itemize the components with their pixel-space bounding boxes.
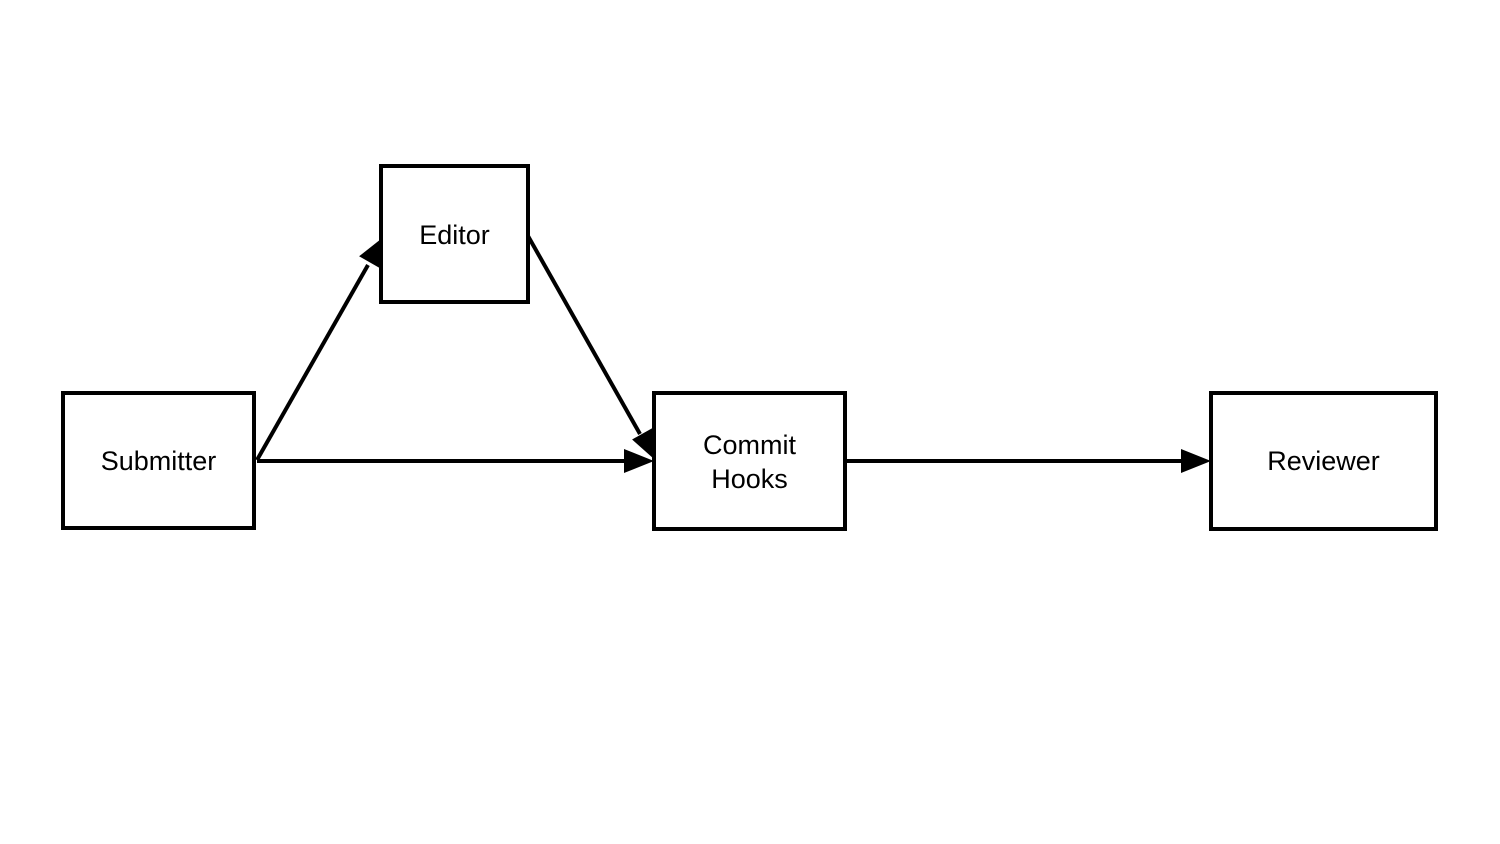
- node-commit-hooks-box: [652, 391, 847, 531]
- node-editor-label: Editor: [419, 220, 490, 250]
- node-commit-hooks-label-line-1: Commit: [703, 430, 796, 460]
- node-reviewer-label: Reviewer: [1267, 446, 1380, 476]
- edge-commit-hooks-to-reviewer: [846, 449, 1211, 473]
- node-reviewer: Reviewer: [1209, 391, 1438, 531]
- arrowhead-icon: [359, 239, 381, 269]
- node-commit-hooks: Commit Hooks: [652, 391, 847, 531]
- node-reviewer-box: [1209, 391, 1438, 531]
- node-submitter-box: [61, 391, 256, 530]
- arrowhead-icon: [624, 449, 654, 473]
- node-commit-hooks-label-line-2: Hooks: [711, 464, 788, 494]
- arrowhead-icon: [1181, 449, 1211, 473]
- arrowhead-icon: [632, 427, 654, 459]
- node-submitter: Submitter: [61, 391, 256, 530]
- edge-editor-to-commit-hooks: [526, 235, 654, 459]
- node-submitter-label: Submitter: [101, 446, 217, 476]
- edges: [255, 235, 1211, 473]
- edge-submitter-to-commit-hooks: [257, 449, 654, 473]
- node-editor-box: [379, 164, 530, 304]
- node-editor: Editor: [379, 164, 530, 304]
- edge-submitter-to-editor: [255, 239, 381, 461]
